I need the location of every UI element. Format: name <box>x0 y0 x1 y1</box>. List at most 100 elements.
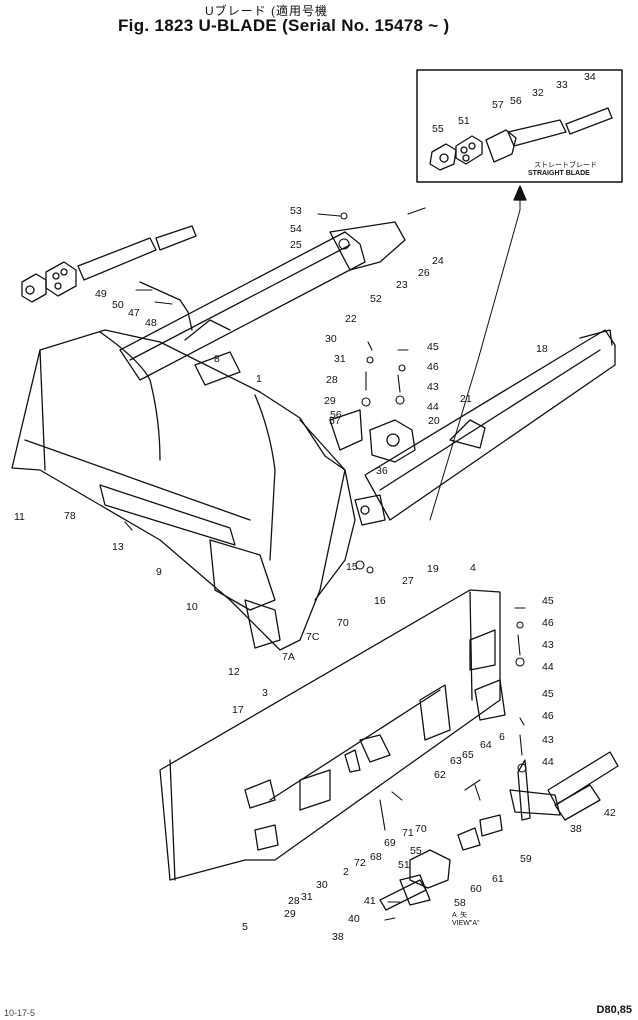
callout-28: 28 <box>288 895 300 907</box>
callout-22: 22 <box>345 313 357 325</box>
callout-1: 1 <box>256 373 262 385</box>
callout-20: 20 <box>428 415 440 427</box>
callout-2: 2 <box>343 866 349 878</box>
callout-15: 15 <box>346 561 358 573</box>
callout-29: 29 <box>324 395 336 407</box>
callout-53: 53 <box>290 205 302 217</box>
inset-caption-japanese: ストレートブレード <box>534 162 597 169</box>
callout-7A: 7A <box>282 651 295 663</box>
right-frame-arm <box>364 329 616 521</box>
callout-55: 55 <box>432 123 444 135</box>
callout-40: 40 <box>348 913 360 925</box>
callout-12: 12 <box>228 666 240 678</box>
callout-10: 10 <box>186 601 198 613</box>
callout-60: 60 <box>470 883 482 895</box>
callout-23: 23 <box>396 279 408 291</box>
callout-4: 4 <box>470 562 476 574</box>
inset-arrow <box>429 187 521 521</box>
callout-7C: 7C <box>306 631 320 643</box>
callout-38: 38 <box>570 823 582 835</box>
callout-43: 43 <box>542 639 554 651</box>
callout-52: 52 <box>370 293 382 305</box>
callout-26: 26 <box>418 267 430 279</box>
callout-30: 30 <box>316 879 328 891</box>
callout-48: 48 <box>145 317 157 329</box>
callout-34: 34 <box>584 71 596 83</box>
callout-70: 70 <box>415 823 427 835</box>
callout-19: 19 <box>427 563 439 575</box>
callout-9: 9 <box>156 566 162 578</box>
callout-18: 18 <box>536 343 548 355</box>
callout-63: 63 <box>450 755 462 767</box>
callout-17: 17 <box>232 704 244 716</box>
callout-50: 50 <box>112 299 124 311</box>
callout-33: 33 <box>556 79 568 91</box>
callout-8: 8 <box>214 353 220 365</box>
callout-68: 68 <box>370 851 382 863</box>
callout-69: 69 <box>384 837 396 849</box>
callout-25: 25 <box>290 239 302 251</box>
callout-61: 61 <box>492 873 504 885</box>
callout-47: 47 <box>128 307 140 319</box>
callout-58: 58 <box>454 897 466 909</box>
callout-29: 29 <box>284 908 296 920</box>
callout-44: 44 <box>427 401 439 413</box>
page-ref-fragment: 10-17-5 <box>4 1008 36 1018</box>
callout-49: 49 <box>95 288 107 300</box>
callout-44: 44 <box>542 661 554 673</box>
lower-frame <box>159 589 506 881</box>
callout-41: 41 <box>364 895 376 907</box>
callout-45: 45 <box>542 688 554 700</box>
callout-71: 71 <box>402 827 414 839</box>
callout-43: 43 <box>427 381 439 393</box>
callout-38: 38 <box>332 931 344 943</box>
callout-13: 13 <box>112 541 124 553</box>
callout-72: 72 <box>354 857 366 869</box>
callout-32: 32 <box>532 87 544 99</box>
callout-65: 65 <box>462 749 474 761</box>
callout-6: 6 <box>499 731 505 743</box>
model-code: D80,85 <box>596 1004 632 1016</box>
cutting-edges <box>99 484 281 649</box>
callout-45: 45 <box>542 595 554 607</box>
callout-70: 70 <box>337 617 349 629</box>
callout-31: 31 <box>301 891 313 903</box>
callout-57: 57 <box>329 415 341 427</box>
callout-51: 51 <box>458 115 470 127</box>
callout-78: 78 <box>64 510 76 522</box>
figure-title: Fig. 1823 U-BLADE (Serial No. 15478 ~ ) <box>118 16 450 35</box>
upper-brace-assembly <box>21 225 197 331</box>
fasteners <box>124 207 527 921</box>
callout-46: 46 <box>542 617 554 629</box>
inset-frame <box>416 69 623 183</box>
callout-59: 59 <box>520 853 532 865</box>
callout-24: 24 <box>432 255 444 267</box>
callout-54: 54 <box>290 223 302 235</box>
callout-42: 42 <box>604 807 616 819</box>
inset-tilt-cylinder <box>429 107 613 171</box>
view-a-label: A 矢 VIEW"A" <box>452 912 480 927</box>
callout-55: 55 <box>410 845 422 857</box>
callout-56: 56 <box>510 95 522 107</box>
callout-36: 36 <box>376 465 388 477</box>
callout-57: 57 <box>492 99 504 111</box>
callout-44: 44 <box>542 756 554 768</box>
view-a-assembly <box>379 751 619 911</box>
callout-31: 31 <box>334 353 346 365</box>
callout-56: 56 <box>330 409 342 421</box>
callout-3: 3 <box>262 687 268 699</box>
callout-62: 62 <box>434 769 446 781</box>
callout-64: 64 <box>480 739 492 751</box>
pivot-bracket <box>329 409 416 526</box>
callout-43: 43 <box>542 734 554 746</box>
callout-46: 46 <box>427 361 439 373</box>
callout-46: 46 <box>542 710 554 722</box>
callout-30: 30 <box>325 333 337 345</box>
callout-27: 27 <box>402 575 414 587</box>
callout-11: 11 <box>14 511 25 523</box>
callout-21: 21 <box>460 393 472 405</box>
callout-51: 51 <box>398 859 410 871</box>
callout-28: 28 <box>326 374 338 386</box>
